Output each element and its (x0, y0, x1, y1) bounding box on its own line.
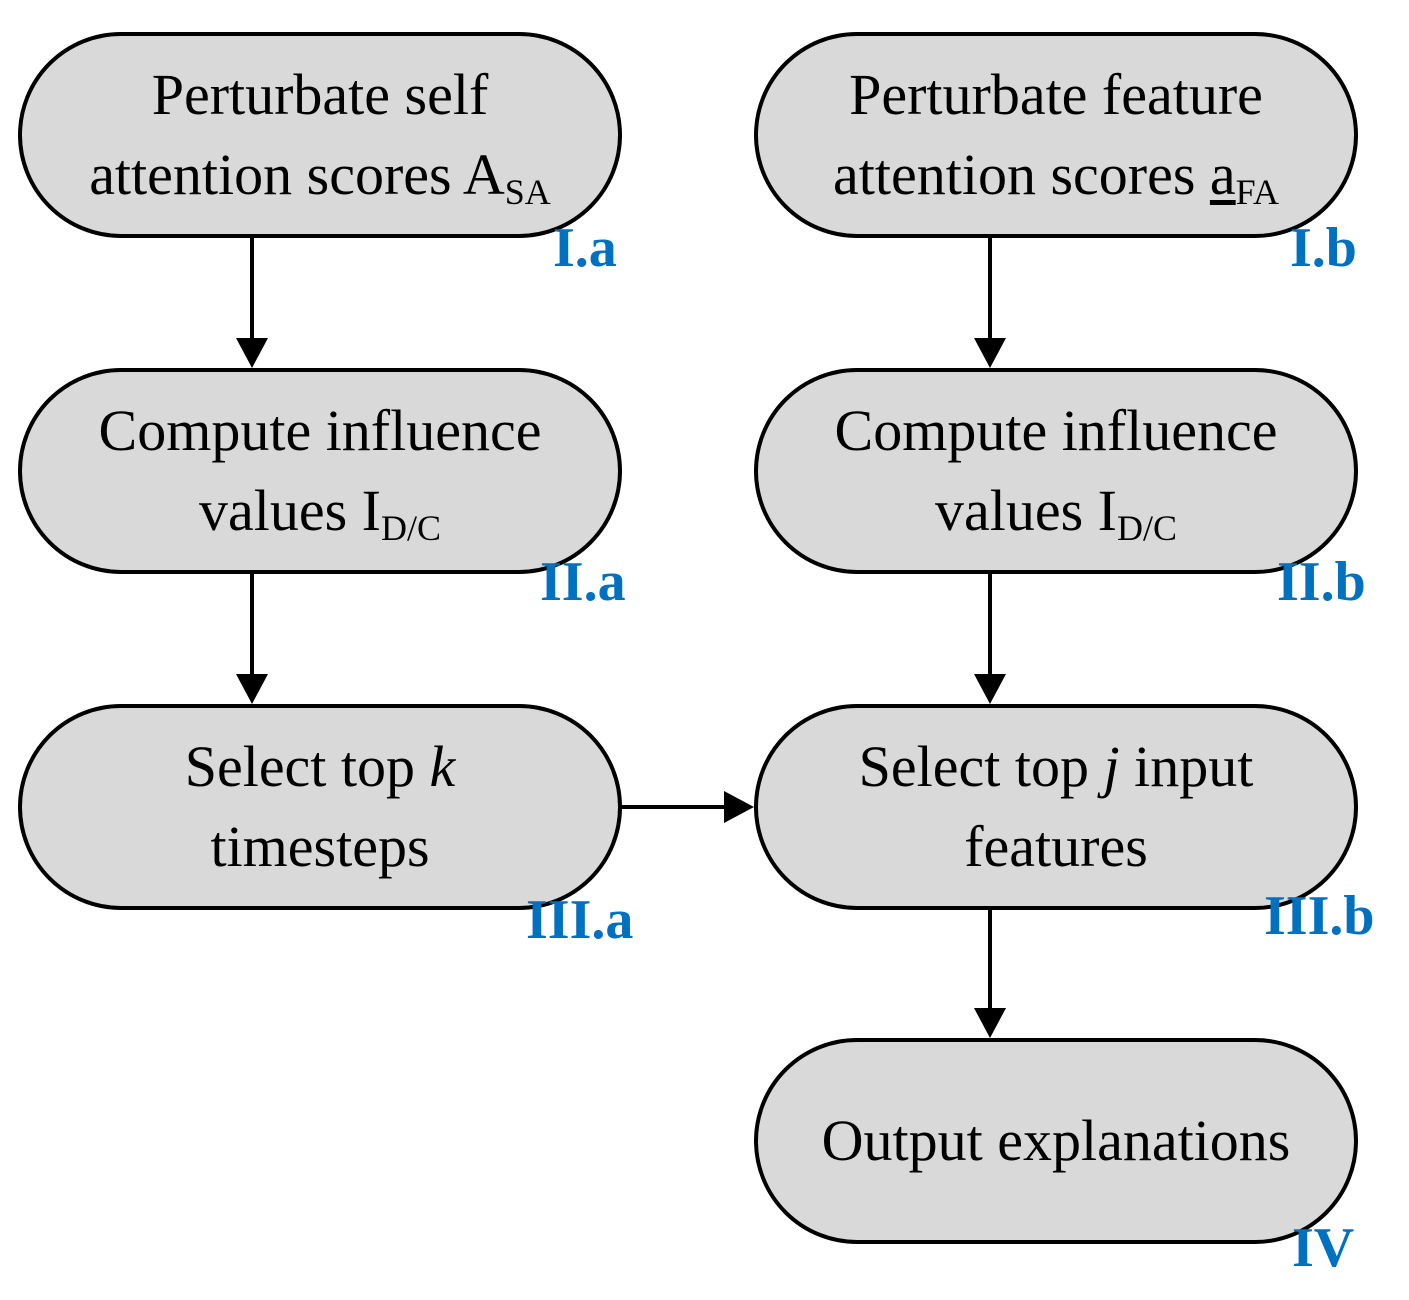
node-influence-right-line1: Compute influence (834, 398, 1278, 463)
arrowhead-influence-right-to-select-features (974, 674, 1006, 704)
tag-III-a: III.a (526, 889, 634, 951)
node-output-explanations: Output explanations (754, 1038, 1358, 1244)
node-select-features: Select top j input features (754, 704, 1358, 910)
tag-III-b: III.b (1264, 885, 1375, 947)
node-select-timesteps-line2: timesteps (210, 814, 430, 879)
node-perturb-feature-variable: a (1209, 142, 1236, 207)
node-select-features-line1: Select top j input (859, 727, 1254, 807)
tag-I-a: I.a (553, 217, 617, 279)
node-select-timesteps-line1: Select top k (185, 727, 456, 807)
arrowhead-select-timesteps-to-select-features (724, 791, 754, 823)
node-perturb-self-subscript: SA (504, 172, 551, 212)
tag-I-b: I.b (1290, 217, 1357, 279)
node-perturb-self-line2: attention scores ASA (89, 135, 551, 215)
arrowhead-select-features-to-output (974, 1008, 1006, 1038)
node-compute-influence-right: Compute influence values ID/C (754, 368, 1358, 574)
node-influence-right-line2-text: values I (934, 478, 1117, 543)
node-influence-left-line2: values ID/C (99, 471, 542, 551)
tag-IV: IV (1292, 1217, 1355, 1279)
node-select-timesteps: Select top k timesteps (18, 704, 622, 910)
node-perturb-self-line1: Perturbate self (151, 62, 489, 127)
node-select-timesteps-variable: k (429, 734, 456, 799)
arrowhead-perturb-self-to-influence (236, 338, 268, 368)
node-select-features-line2: features (964, 814, 1148, 879)
node-select-features-variable: j (1103, 734, 1120, 799)
node-influence-left-line1: Compute influence (98, 398, 542, 463)
node-perturb-self-line2-text: attention scores A (89, 142, 505, 207)
node-select-features-line1-text: Select top (858, 734, 1104, 799)
tag-II-a: II.a (540, 551, 626, 613)
node-influence-left-line2-text: values I (198, 478, 381, 543)
tag-II-b: II.b (1277, 551, 1366, 613)
node-select-timesteps-line1-text: Select top (184, 734, 430, 799)
arrowhead-perturb-feature-to-influence (974, 338, 1006, 368)
node-perturb-feature-attention: Perturbate feature attention scores aFA (754, 32, 1358, 238)
arrowhead-influence-left-to-select-timesteps (236, 674, 268, 704)
node-perturb-self-attention: Perturbate self attention scores ASA (18, 32, 622, 238)
node-select-features-line1-rest: input (1119, 734, 1254, 799)
node-perturb-feature-line1: Perturbate feature (849, 62, 1263, 127)
node-perturb-feature-line2: attention scores aFA (833, 135, 1279, 215)
node-influence-right-line2: values ID/C (835, 471, 1278, 551)
node-influence-left-subscript: D/C (380, 508, 441, 548)
node-compute-influence-left: Compute influence values ID/C (18, 368, 622, 574)
node-output-line1: Output explanations (821, 1108, 1291, 1173)
node-perturb-feature-subscript: FA (1235, 172, 1279, 212)
node-perturb-feature-line2-text: attention scores (833, 142, 1210, 207)
node-influence-right-subscript: D/C (1116, 508, 1177, 548)
